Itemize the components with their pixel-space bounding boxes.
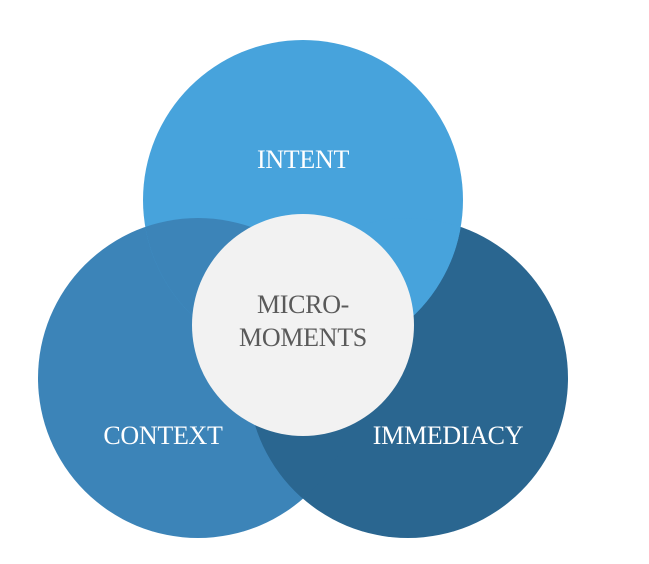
intent-label: INTENT [257, 145, 349, 174]
immediacy-label: IMMEDIACY [373, 421, 524, 450]
center-label-line2: MOMENTS [239, 323, 367, 352]
center-label-line1: MICRO- [257, 290, 349, 319]
center-circle [192, 214, 414, 436]
context-label: CONTEXT [103, 421, 223, 450]
